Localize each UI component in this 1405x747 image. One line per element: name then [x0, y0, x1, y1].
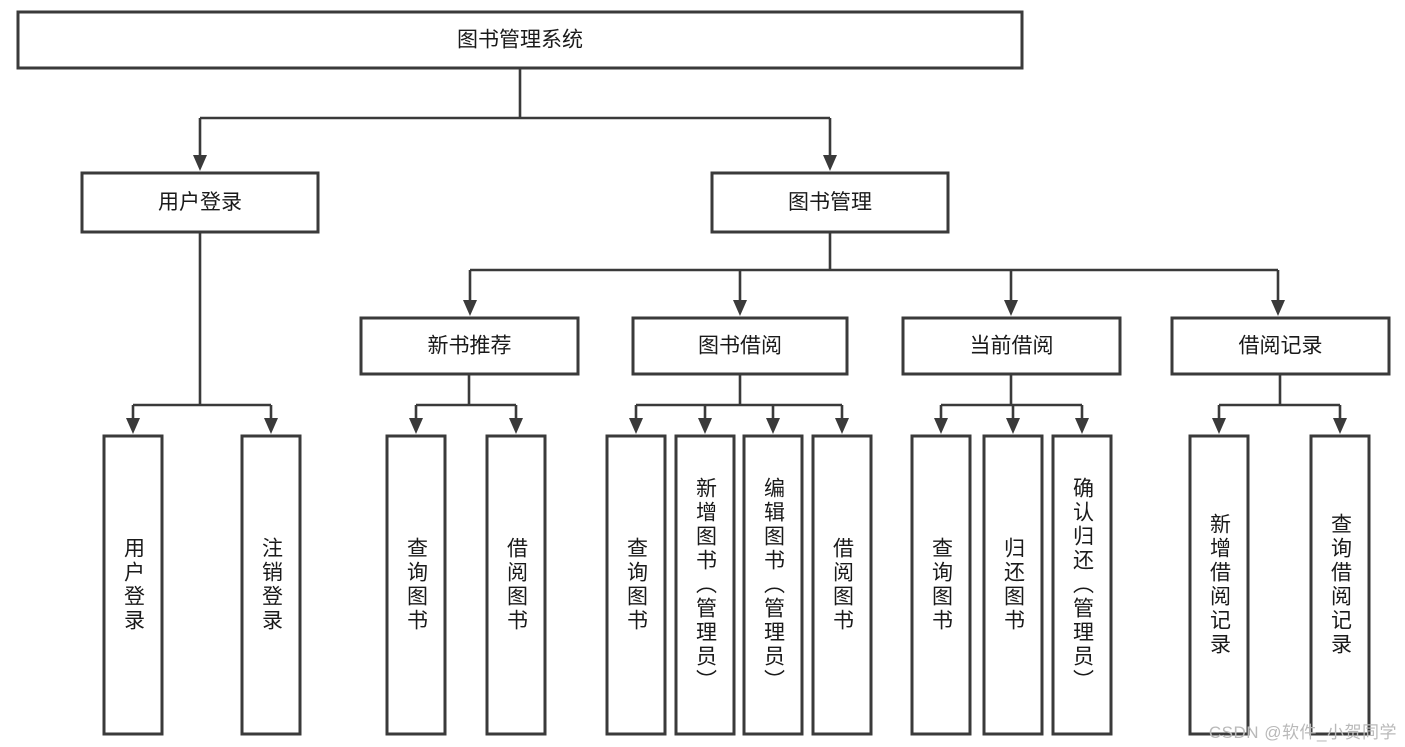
node-box-leaf-add-borrow-record[interactable] — [1188, 434, 1250, 736]
node-box-leaf-return-book[interactable] — [982, 434, 1044, 736]
node-boxes-layer — [16, 10, 1391, 736]
node-box-root[interactable] — [16, 10, 1024, 70]
node-box-leaf-add-book[interactable] — [674, 434, 736, 736]
node-box-leaf-user-login[interactable] — [102, 434, 164, 736]
node-label-current-borrow: 当前借阅 — [970, 335, 1054, 358]
arrow-heads-layer — [126, 155, 1347, 434]
node-box-leaf-borrow-book[interactable] — [811, 434, 873, 736]
arrow-leaf-add-book — [698, 418, 712, 434]
node-box-leaf-borrow-book-recommend[interactable] — [485, 434, 547, 736]
arrow-leaf-user-login — [126, 418, 140, 434]
node-label-root: 图书管理系统 — [457, 29, 583, 52]
node-label-book-manage: 图书管理 — [788, 191, 872, 214]
arrow-leaf-edit-book — [766, 418, 780, 434]
node-box-new-book-recommend[interactable] — [359, 316, 580, 376]
node-box-current-borrow[interactable] — [901, 316, 1122, 376]
node-box-book-manage[interactable] — [710, 171, 950, 234]
node-label-book-borrow: 图书借阅 — [698, 335, 782, 358]
node-box-leaf-user-logout[interactable] — [240, 434, 302, 736]
arrow-leaf-user-logout — [264, 418, 278, 434]
node-box-borrow-record[interactable] — [1170, 316, 1391, 376]
arrow-leaf-borrow-recommend — [509, 418, 523, 434]
arrow-borrow-record — [1271, 300, 1285, 316]
node-box-leaf-edit-book[interactable] — [742, 434, 804, 736]
arrow-leaf-query-record — [1333, 418, 1347, 434]
node-box-leaf-query-book-borrow[interactable] — [605, 434, 667, 736]
arrow-book-borrow — [733, 300, 747, 316]
node-label-new-book-recommend: 新书推荐 — [428, 335, 512, 358]
arrow-leaf-return-book — [1006, 418, 1020, 434]
arrow-leaf-confirm-return — [1075, 418, 1089, 434]
node-label-borrow-record: 借阅记录 — [1239, 335, 1323, 358]
arrow-leaf-query-recommend — [409, 418, 423, 434]
node-box-leaf-query-book-recommend[interactable] — [385, 434, 447, 736]
node-box-leaf-confirm-return[interactable] — [1051, 434, 1113, 736]
node-box-book-borrow[interactable] — [631, 316, 849, 376]
node-box-leaf-query-borrow-record[interactable] — [1309, 434, 1371, 736]
watermark-text: CSDN @软件_小贺同学 — [1208, 723, 1397, 742]
arrow-leaf-query-current — [934, 418, 948, 434]
arrow-book-manage — [823, 155, 837, 171]
node-label-user-login: 用户登录 — [158, 191, 242, 214]
arrow-leaf-query-borrow — [629, 418, 643, 434]
arrow-user-login — [193, 155, 207, 171]
arrow-leaf-add-record — [1212, 418, 1226, 434]
node-box-leaf-query-book-current[interactable] — [910, 434, 972, 736]
node-box-user-login[interactable] — [80, 171, 320, 234]
arrow-leaf-borrow-book — [835, 418, 849, 434]
arrow-current-borrow — [1004, 300, 1018, 316]
arrow-new-book-recommend — [463, 300, 477, 316]
